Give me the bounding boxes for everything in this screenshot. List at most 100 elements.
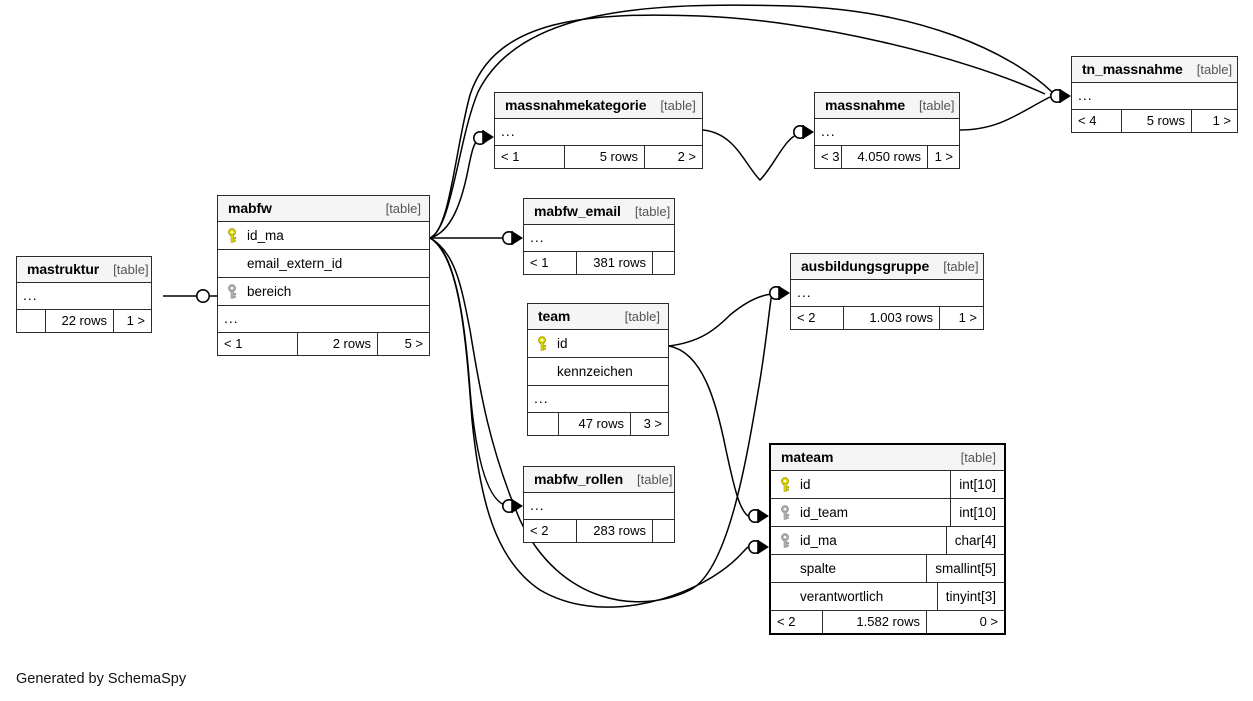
- column-row[interactable]: kennzeichen: [528, 358, 668, 386]
- table-type-tag: [table]: [637, 472, 673, 487]
- table-header-mabfw_rollen[interactable]: mabfw_rollen [table]: [524, 467, 674, 493]
- footer-parent-count[interactable]: < 1: [530, 255, 549, 270]
- footer-child-count[interactable]: [652, 520, 674, 542]
- column-type: smallint[5]: [926, 555, 1004, 582]
- footer-child-count[interactable]: 0 >: [926, 611, 1004, 633]
- column-label: id_team: [800, 505, 849, 520]
- table-header-mateam[interactable]: mateam[table]: [771, 445, 1004, 471]
- foreign-key-icon: [226, 283, 240, 300]
- footer-child-count[interactable]: 1 >: [113, 310, 151, 332]
- table-title: massnahme: [825, 97, 906, 113]
- column-name-cell: id: [771, 471, 950, 498]
- more-columns-ellipsis[interactable]: ...: [1072, 83, 1237, 110]
- more-columns-ellipsis[interactable]: ...: [791, 280, 983, 307]
- column-name-cell: id_ma: [218, 222, 429, 249]
- table-header-tn_massnahme[interactable]: tn_massnahme[table]: [1072, 57, 1237, 83]
- column-label: email_extern_id: [247, 256, 343, 271]
- more-columns-ellipsis[interactable]: ...: [218, 306, 429, 333]
- more-columns-ellipsis[interactable]: ...: [495, 119, 702, 146]
- column-type: tinyint[3]: [936, 583, 1004, 610]
- column-label: id: [800, 477, 811, 492]
- footer-parent-count[interactable]: < 2: [797, 310, 816, 325]
- column-row[interactable]: id int[10]: [771, 471, 1004, 499]
- footer-parent-count[interactable]: < 2: [777, 614, 796, 629]
- column-row[interactable]: verantwortlich tinyint[3]: [771, 583, 1004, 611]
- footer-row-count: 5 rows: [1121, 110, 1191, 132]
- column-row[interactable]: email_extern_id: [218, 250, 429, 278]
- column-name-cell: bereich: [218, 278, 429, 305]
- footer-child-count[interactable]: 1 >: [939, 307, 983, 329]
- table-title: mabfw_rollen: [534, 471, 624, 487]
- table-title: tn_massnahme: [1082, 61, 1183, 77]
- column-label: kennzeichen: [557, 364, 633, 379]
- more-columns-ellipsis[interactable]: ...: [17, 283, 151, 310]
- footer-parent-count[interactable]: < 1: [224, 336, 243, 351]
- column-label: id_ma: [800, 533, 837, 548]
- column-type: int[10]: [950, 471, 1004, 498]
- footer-child-count[interactable]: 5 >: [377, 333, 429, 355]
- column-name-cell: email_extern_id: [218, 250, 429, 277]
- more-columns-ellipsis[interactable]: ...: [815, 119, 959, 146]
- table-header-mabfw[interactable]: mabfw[table]: [218, 196, 429, 222]
- column-row[interactable]: id: [528, 330, 668, 358]
- column-row[interactable]: bereich: [218, 278, 429, 306]
- footer-child-count[interactable]: 3 >: [630, 413, 668, 435]
- table-title: mabfw_email: [534, 203, 621, 219]
- column-label: verantwortlich: [800, 589, 884, 604]
- footer-row-count: 1.582 rows: [822, 611, 926, 633]
- table-title: mastruktur: [27, 261, 100, 277]
- table-title: massnahmekategorie: [505, 97, 647, 113]
- column-row[interactable]: id_ma char[4]: [771, 527, 1004, 555]
- table-header-mabfw_email[interactable]: mabfw_email[table]: [524, 199, 674, 225]
- more-columns-ellipsis[interactable]: ...: [524, 225, 674, 252]
- column-label: spalte: [800, 561, 837, 576]
- footer-parent-count[interactable]: [17, 310, 45, 332]
- column-row[interactable]: id_ma: [218, 222, 429, 250]
- primary-key-icon: [536, 335, 550, 352]
- footer-parent-count[interactable]: < 2: [530, 523, 549, 538]
- footer-child-count[interactable]: [652, 252, 674, 274]
- table-type-tag: [table]: [919, 98, 955, 113]
- table-footer: < 1 381 rows: [524, 252, 674, 274]
- more-columns-ellipsis[interactable]: ...: [528, 386, 668, 413]
- footer-child-count[interactable]: 1 >: [1191, 110, 1237, 132]
- footer-parent-count[interactable]: < 4: [1078, 113, 1097, 128]
- footer-row-count: 381 rows: [576, 252, 652, 274]
- footer-parent-count[interactable]: < 3: [821, 149, 840, 164]
- table-header-ausbildungsgruppe[interactable]: ausbildungsgruppe[table]: [791, 254, 983, 280]
- column-type: char[4]: [945, 527, 1004, 554]
- table-type-tag: [table]: [660, 98, 696, 113]
- footer-row-count: 1.003 rows: [843, 307, 939, 329]
- table-type-tag: [table]: [385, 201, 421, 216]
- column-row[interactable]: spalte smallint[5]: [771, 555, 1004, 583]
- table-node-mabfw_email[interactable]: mabfw_email[table]... < 1 381 rows: [523, 198, 675, 275]
- table-header-mastruktur[interactable]: mastruktur[table]: [17, 257, 151, 283]
- table-header-massnahmekategorie[interactable]: massnahmekategorie [table]: [495, 93, 702, 119]
- footer-child-count[interactable]: 1 >: [927, 146, 959, 168]
- table-header-massnahme[interactable]: massnahme [table]: [815, 93, 959, 119]
- footer-parent-count[interactable]: [528, 413, 558, 435]
- column-name-cell: id: [528, 330, 668, 357]
- table-node-ausbildungsgruppe[interactable]: ausbildungsgruppe[table]... < 2 1.003 rows…: [790, 253, 984, 330]
- footer-child-count[interactable]: 2 >: [644, 146, 702, 168]
- footer-parent-count[interactable]: < 1: [501, 149, 520, 164]
- column-name-cell: id_ma: [771, 527, 946, 554]
- more-columns-ellipsis[interactable]: ...: [524, 493, 674, 520]
- footer-row-count: 5 rows: [564, 146, 644, 168]
- table-header-team[interactable]: team[table]: [528, 304, 668, 330]
